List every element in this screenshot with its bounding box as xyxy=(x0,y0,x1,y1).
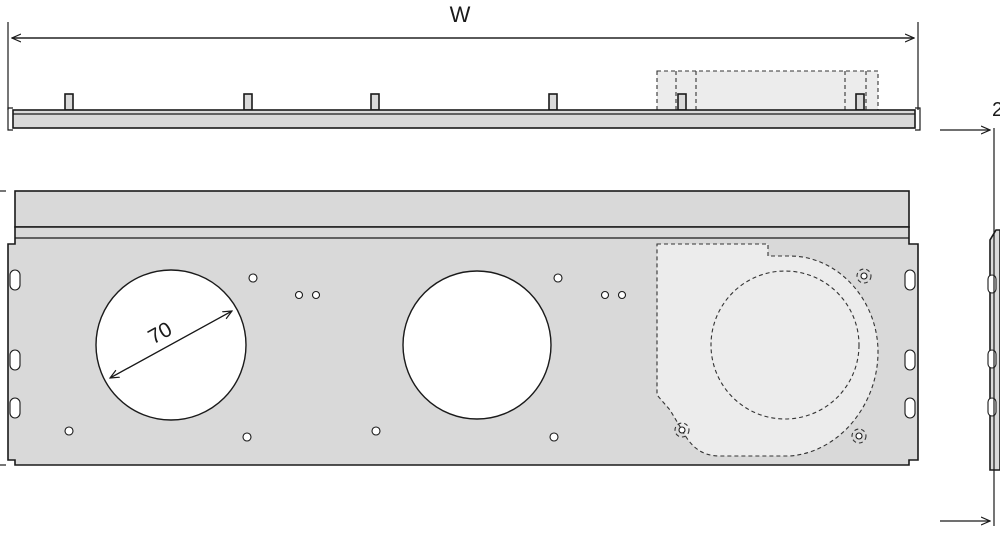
fan-outline-front xyxy=(656,243,879,457)
slot xyxy=(9,269,21,291)
slot xyxy=(9,397,21,419)
top-view xyxy=(7,70,921,131)
mounting-hole xyxy=(371,426,381,436)
slot xyxy=(9,349,21,371)
mounting-hole xyxy=(248,273,258,283)
side-view: 2 xyxy=(940,99,1000,526)
upper-flange xyxy=(14,190,910,228)
tab xyxy=(370,93,380,111)
mounting-hole xyxy=(553,273,563,283)
tab xyxy=(64,93,74,111)
mounting-hole xyxy=(64,426,74,436)
mounting-hole xyxy=(311,290,321,300)
tab xyxy=(243,93,253,111)
width-dimension: W xyxy=(7,2,919,110)
mounting-hole xyxy=(294,290,304,300)
top-plate-edge xyxy=(12,109,916,129)
side-dimension-label: 2 xyxy=(992,99,1000,121)
tab xyxy=(855,93,865,111)
mounting-hole xyxy=(600,290,610,300)
mounting-hole xyxy=(549,432,559,442)
width-dimension-label: W xyxy=(450,2,471,27)
slot xyxy=(904,397,916,419)
cutout-hole-center xyxy=(402,270,552,420)
tab xyxy=(677,93,687,111)
slot xyxy=(904,269,916,291)
slot xyxy=(904,349,916,371)
fan-outline-top xyxy=(656,70,879,112)
mounting-hole xyxy=(242,432,252,442)
tab xyxy=(548,93,558,111)
mounting-hole xyxy=(617,290,627,300)
front-view: 70 xyxy=(7,190,919,466)
